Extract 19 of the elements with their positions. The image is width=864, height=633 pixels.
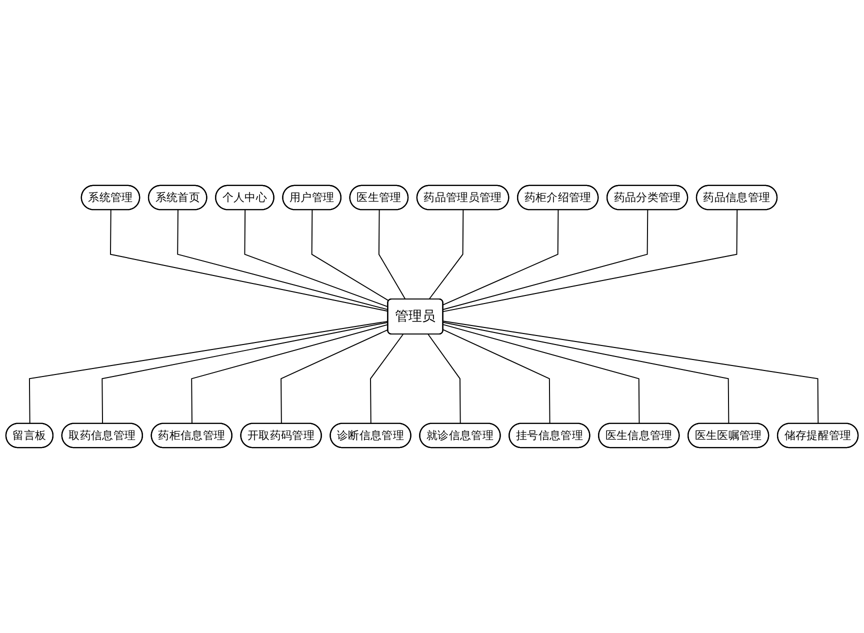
- connector: [442, 322, 730, 424]
- connector: [442, 210, 559, 306]
- connector: [442, 320, 819, 424]
- connector: [442, 329, 550, 424]
- connector: [378, 210, 406, 300]
- connector: [442, 324, 640, 424]
- connector: [370, 334, 404, 424]
- connector: [442, 210, 738, 312]
- connector: [102, 322, 389, 424]
- connector: [311, 210, 390, 302]
- connector: [442, 210, 648, 310]
- connector: [177, 210, 389, 310]
- connector: [428, 210, 464, 300]
- connector: [244, 210, 389, 308]
- connector: [280, 329, 389, 424]
- connector: [428, 334, 461, 424]
- connector: [110, 210, 389, 312]
- connector: [28, 320, 389, 424]
- connector: [191, 324, 389, 424]
